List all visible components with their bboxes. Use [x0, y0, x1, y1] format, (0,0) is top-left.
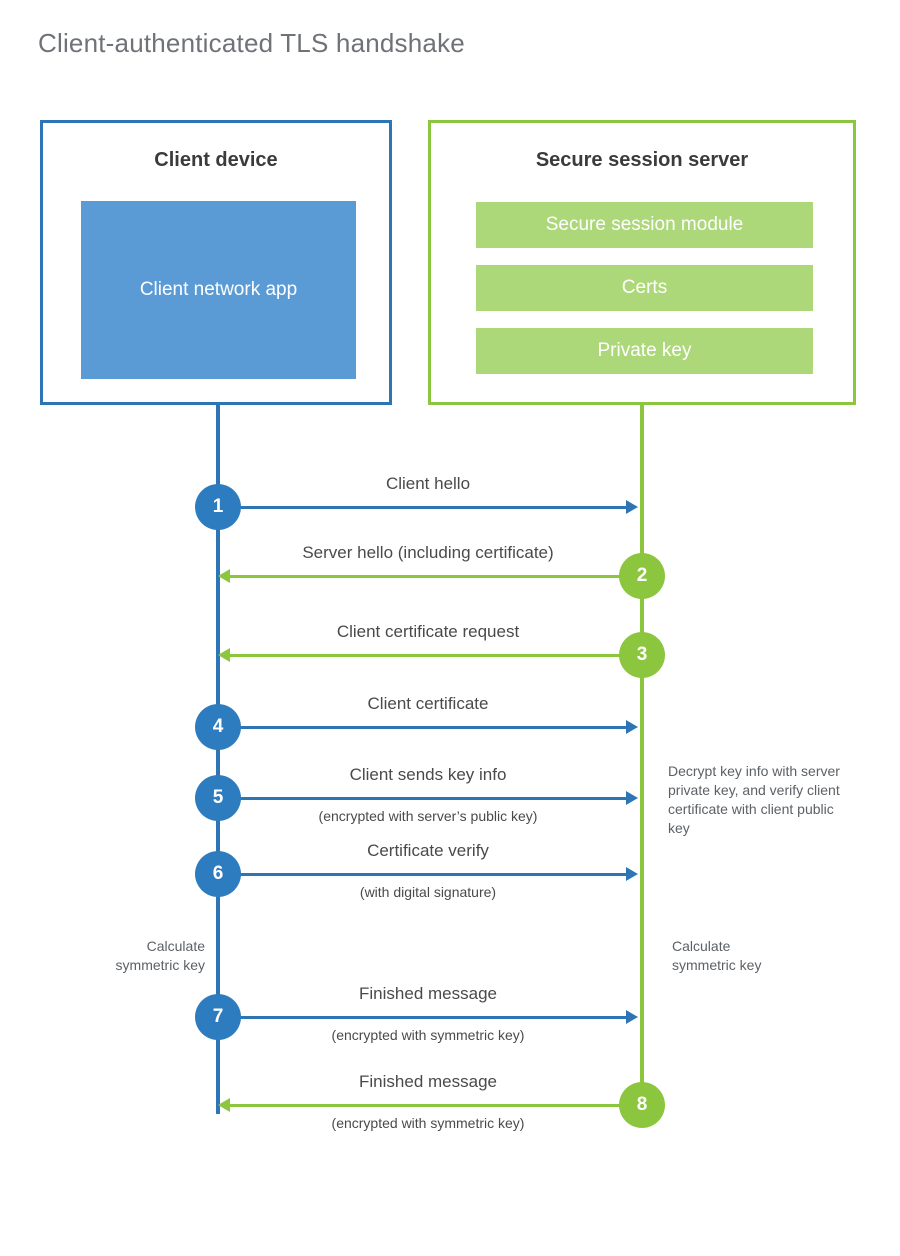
message-sublabel-7: (encrypted with symmetric key): [331, 1027, 525, 1043]
arrow-head-4: [626, 720, 638, 734]
arrow-line-4: [218, 726, 626, 729]
step-badge-1[interactable]: 1: [195, 484, 241, 530]
client-device-title: Client device: [154, 149, 278, 171]
arrow-line-3: [230, 654, 642, 657]
page-title: Client-authenticated TLS handshake: [38, 28, 465, 58]
message-sublabel-8: (encrypted with symmetric key): [331, 1115, 525, 1131]
arrow-head-8: [218, 1098, 230, 1112]
server-component-certs: Certs: [476, 265, 813, 311]
arrow-line-8: [230, 1104, 642, 1107]
step-badge-6[interactable]: 6: [195, 851, 241, 897]
server-component-private-key: Private key: [476, 328, 813, 374]
message-label-1: Client hello: [385, 474, 471, 493]
client-network-app-block: Client network app: [81, 201, 356, 379]
message-label-3: Client certificate request: [336, 622, 520, 641]
annotation-server-calculate-symmetric-key: Calculate symmetric key: [672, 938, 762, 973]
arrow-line-5: [218, 797, 626, 800]
arrow-line-6: [218, 873, 626, 876]
step-badge-5[interactable]: 5: [195, 775, 241, 821]
arrow-head-5: [626, 791, 638, 805]
message-label-7: Finished message: [359, 984, 497, 1003]
step-badge-7[interactable]: 7: [195, 994, 241, 1040]
arrow-line-2: [230, 575, 642, 578]
secure-session-server-title: Secure session server: [535, 149, 749, 171]
client-lifeline: [216, 402, 220, 1114]
server-lifeline: [640, 402, 644, 1106]
message-label-6: Certificate verify: [367, 841, 489, 860]
step-badge-4[interactable]: 4: [195, 704, 241, 750]
message-label-5: Client sends key info: [349, 765, 507, 784]
arrow-head-7: [626, 1010, 638, 1024]
arrow-head-3: [218, 648, 230, 662]
message-label-4: Client certificate: [367, 694, 489, 713]
message-sublabel-5: (encrypted with server’s public key): [318, 808, 538, 824]
secure-session-server-box: Secure session server Secure session mod…: [428, 120, 856, 405]
step-badge-2[interactable]: 2: [619, 553, 665, 599]
arrow-head-2: [218, 569, 230, 583]
arrow-line-1: [218, 506, 626, 509]
arrow-head-6: [626, 867, 638, 881]
message-sublabel-6: (with digital signature): [359, 884, 497, 900]
annotation-client-calculate-symmetric-key: Calculate symmetric key: [115, 938, 205, 973]
step-badge-3[interactable]: 3: [619, 632, 665, 678]
annotation-server-decrypt: Decrypt key info with server private key…: [668, 763, 840, 836]
server-component-secure-session-module: Secure session module: [476, 202, 813, 248]
message-label-8: Finished message: [359, 1072, 497, 1091]
client-device-box: Client device Client network app: [40, 120, 392, 405]
step-badge-8[interactable]: 8: [619, 1082, 665, 1128]
arrow-line-7: [218, 1016, 626, 1019]
message-label-2: Server hello (including certificate): [302, 543, 554, 562]
arrow-head-1: [626, 500, 638, 514]
